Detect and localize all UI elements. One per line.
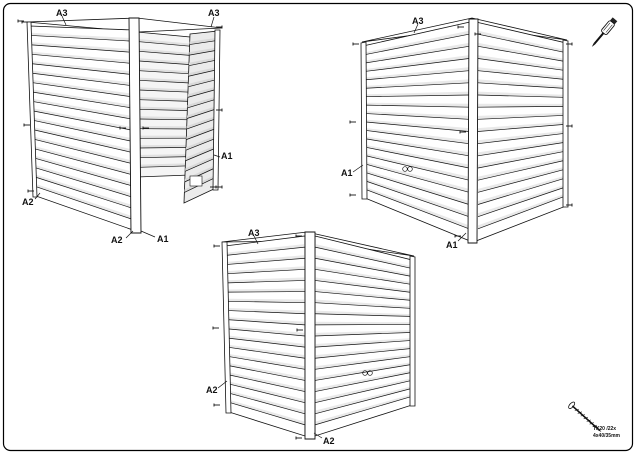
- screwdriver-icon: [589, 17, 618, 49]
- unit2-label-a1-left: A1: [341, 168, 353, 178]
- unit2-label-a1-bottom: A1: [446, 240, 458, 250]
- unit2-right-face: [476, 22, 566, 241]
- unit1-label-a2-left: A2: [22, 197, 34, 207]
- unit2-right-post: [563, 40, 568, 207]
- unit3-label-a3: A3: [248, 228, 260, 238]
- unit1-label-a3-right: A3: [208, 8, 220, 18]
- unit1-label-a1-post: A1: [157, 234, 169, 244]
- unit2-corner-post: [468, 19, 478, 243]
- unit1-door-vent: [190, 176, 202, 186]
- unit1-leader-a1-post: [141, 231, 155, 237]
- unit3-left-face: [225, 236, 305, 436]
- unit1-center-post: [129, 18, 141, 233]
- unit1-label-a1-door: A1: [221, 151, 233, 161]
- unit1-leader-a3-right: [211, 17, 214, 27]
- unit3-corner-post: [305, 232, 315, 439]
- unit1-leader-a2-post: [126, 231, 133, 238]
- unit3-label-a2-left: A2: [206, 385, 218, 395]
- unit1-label-a2-post: A2: [111, 235, 123, 245]
- unit3-label-a2-bottom: A2: [323, 436, 335, 446]
- unit2-label-a3: A3: [412, 16, 424, 26]
- storage-unit-open-door: A3 A3 A1 A2 A2 A1: [18, 8, 233, 245]
- unit3-right-post: [410, 256, 415, 406]
- unit1-label-a3-left: A3: [56, 8, 68, 18]
- unit2-left-post: [361, 42, 367, 199]
- screw-spec-line1: TX20 /22x: [593, 426, 616, 432]
- storage-unit-closed-right: A3 A1 A1: [341, 16, 572, 250]
- screw-spec-line2: 4x40/35mm: [593, 433, 621, 439]
- storage-unit-closed-bottom: A3 A2 A2: [206, 228, 415, 446]
